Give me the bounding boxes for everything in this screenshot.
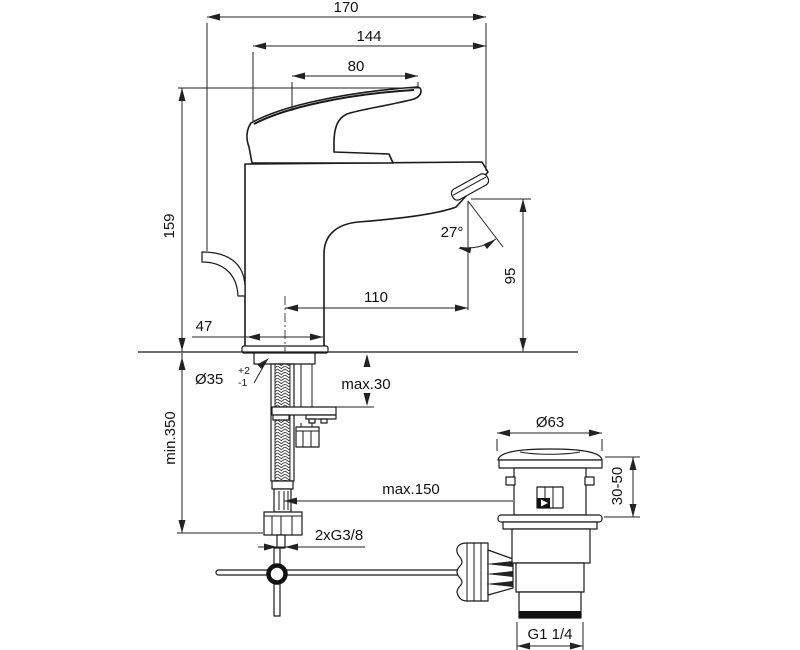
handle-top-accent <box>253 89 415 125</box>
waste-body-low <box>515 562 585 593</box>
spout-aerator <box>450 173 490 201</box>
dim-hole-dia-35: Ø35 +2 -1 <box>195 358 269 389</box>
pop-up-rod-linkage <box>215 547 463 617</box>
dim-label-g114: G1 1/4 <box>527 626 572 643</box>
dim-label-159: 159 <box>161 213 178 238</box>
flex-hose-braid <box>274 363 291 482</box>
waste-assembly <box>456 448 603 619</box>
dim-handle-length-80: 80 <box>291 58 419 111</box>
dim-spout-angle-27: 27° <box>441 200 504 310</box>
faucet-assembly <box>201 86 490 549</box>
hose-ferrule <box>271 480 294 490</box>
dim-rod-max-150: max.150 <box>284 481 513 505</box>
dim-label-110: 110 <box>364 289 388 306</box>
rod-coupling-nut <box>456 542 489 602</box>
dim-clamp-range-30-50: 30-50 <box>604 456 640 518</box>
dim-outlet-height-95: 95 <box>471 198 531 352</box>
dim-label-144: 144 <box>356 28 381 45</box>
dim-label-max150: max.150 <box>382 481 440 498</box>
dim-label-27deg: 27° <box>441 224 464 241</box>
dim-label-dia63: Ø63 <box>536 414 564 431</box>
mounting-nut <box>295 426 320 448</box>
waste-top-plate <box>498 459 603 469</box>
dim-base-depth-47: 47 <box>192 318 323 341</box>
dim-hose-min-350: min.350 <box>162 353 263 534</box>
faucet-body <box>244 161 489 353</box>
dim-label-95: 95 <box>502 268 519 285</box>
dim-deck-max-30: max.30 <box>336 354 391 408</box>
dim-label-80: 80 <box>348 58 365 75</box>
rod-pivot-joint <box>266 563 288 585</box>
dim-label-tol-up: +2 <box>238 365 250 377</box>
dim-reach-110: 110 <box>285 289 468 312</box>
dim-label-170: 170 <box>333 0 358 16</box>
hose-tail-thread <box>276 534 286 549</box>
dim-spout-to-back-144: 144 <box>252 28 486 121</box>
horizontal-rod <box>215 569 463 576</box>
hose-union-nut <box>263 511 303 536</box>
dim-label-dia35: Ø35 <box>195 371 223 388</box>
dim-label-2xg38: 2xG3/8 <box>315 527 363 544</box>
faucet-side-hook <box>201 251 246 297</box>
dim-waste-dia-63: Ø63 <box>496 414 603 451</box>
dim-supply-thread: 2xG3/8 <box>258 527 365 551</box>
dim-waste-thread: G1 1/4 <box>516 622 584 650</box>
mounting-clamp <box>271 406 337 416</box>
pull-rod-lower <box>273 582 281 617</box>
dim-label-47: 47 <box>196 318 213 335</box>
dim-height-159: 159 <box>161 87 420 352</box>
waste-lower-flange <box>497 514 603 523</box>
faucet-handle <box>246 86 422 164</box>
dim-label-30-50: 30-50 <box>609 467 626 505</box>
dim-overall-depth-170: 170 <box>206 0 487 251</box>
waste-body-mid <box>511 528 591 564</box>
dim-label-tol-dn: -1 <box>238 377 247 389</box>
dim-label-min350: min.350 <box>162 411 179 464</box>
dim-label-max30: max.30 <box>341 376 390 393</box>
